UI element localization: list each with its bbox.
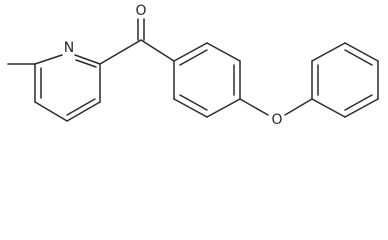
phenylene-bond-4 xyxy=(206,98,241,118)
phenylene-bond-1 xyxy=(173,42,208,62)
pyridine-bond-n-c2 xyxy=(74,54,101,65)
phenyl-bond-2 xyxy=(311,42,346,62)
ether-bond-to-phenylene xyxy=(239,98,269,116)
phenylene-bond-5 xyxy=(173,98,208,118)
pyridine-bond-c6-n xyxy=(34,54,63,65)
phenyl-bond-3-inner xyxy=(344,49,373,66)
pyridine-ring: N xyxy=(34,40,101,122)
phenyl-bond-3 xyxy=(344,42,379,62)
chemical-structure-diagram: N O O xyxy=(7,3,379,128)
phenylene-bond-2 xyxy=(206,42,241,62)
carbonyl-to-pyridine-bond xyxy=(99,39,142,65)
pyridine-bond-n-c2-inner xyxy=(75,59,97,68)
ether-bond-to-phenyl xyxy=(284,98,313,116)
pyridine-bond-c3-c4-inner xyxy=(66,98,96,116)
ether-oxygen-label: O xyxy=(271,112,282,128)
carbonyl-oxygen-label: O xyxy=(135,3,146,19)
phenyl-ring xyxy=(311,42,379,118)
pyridine-bond-c3-c4 xyxy=(66,101,101,122)
phenyl-bond-5 xyxy=(344,98,379,118)
phenylene-ring xyxy=(173,42,241,118)
ether-group: O xyxy=(239,98,313,128)
phenylene-bond-1-inner xyxy=(179,49,208,66)
phenyl-bond-5-inner xyxy=(344,94,373,111)
phenylene-bond-5-inner xyxy=(179,94,208,111)
phenyl-bond-6 xyxy=(311,98,346,118)
pyridine-bond-c4-c5 xyxy=(34,101,68,122)
carbonyl-to-phenyl-bond xyxy=(140,39,175,62)
pyridine-nitrogen-label: N xyxy=(64,40,74,56)
ketone-group: O xyxy=(99,3,175,65)
